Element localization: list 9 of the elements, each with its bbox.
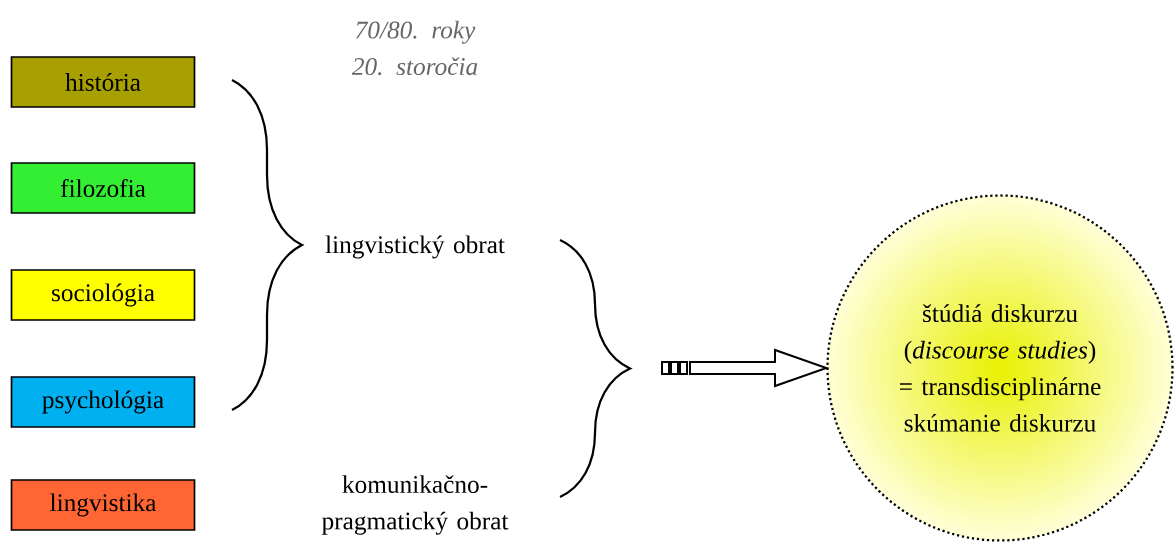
block-arrow [661,348,830,388]
discipline-box: sociológia [10,269,196,321]
turn-label: lingvistický obrat [325,235,505,259]
discipline-box: filozofia [10,162,196,214]
turn-label: komunikačno-pragmatický obrat [321,475,509,535]
date-label: 70/80. roky 20. storočia [351,20,478,76]
discipline-box: psychológia [10,376,196,428]
discipline-box: história [10,56,196,108]
discipline-box: lingvistika [10,479,196,531]
